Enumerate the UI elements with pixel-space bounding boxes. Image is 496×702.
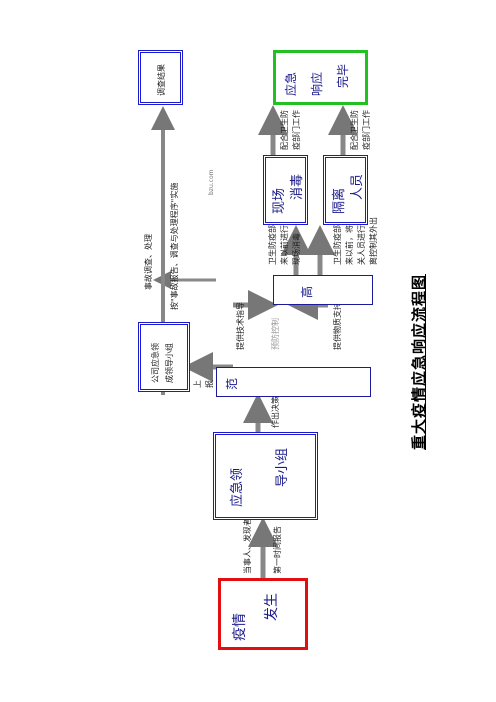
gao-label: 高 xyxy=(300,285,314,298)
onsite-disinfection-box: 现场 消毒 xyxy=(263,155,308,225)
isolation-box: 隔离 人员 xyxy=(323,155,368,225)
isolation-line1: 隔离 xyxy=(332,187,347,214)
edge-report-up-2: 报 xyxy=(205,380,214,388)
edge-prevention: 预防控制 xyxy=(271,318,280,350)
onsite-line2: 消毒 xyxy=(290,173,305,200)
flowchart-rotated-layer: 疫情 发生 当事人、发现者 第一时间报告 应急领 导小组 作出决策 范 上 报 … xyxy=(68,50,448,650)
isolation-line2: 人员 xyxy=(350,173,365,200)
complete-line1: 应急 xyxy=(284,71,298,96)
company-group-line1: 公司应急领 xyxy=(151,343,160,383)
g2-line4: 离控制其外出 xyxy=(369,217,378,265)
company-group-box: 公司应急领 成领导小组 xyxy=(138,322,190,392)
page-title: 重大疫情应急响应流程图 xyxy=(410,273,428,450)
fan-label: 范 xyxy=(225,377,239,390)
response-complete-box: 应急 响应 完毕 xyxy=(273,50,368,105)
edge-inv-2: 按"事故报告、调查与处理程序"实施 xyxy=(170,182,179,310)
complete-line3: 完毕 xyxy=(336,63,350,88)
c2-line2: 疫部门工作 xyxy=(362,110,371,150)
company-group-line2: 成领导小组 xyxy=(165,343,174,383)
edge-report-up-1: 上 xyxy=(193,380,202,388)
c1-line2: 疫部门工作 xyxy=(292,110,301,150)
c2-line1: 配合卫生防 xyxy=(350,110,359,150)
arrows-layer xyxy=(151,105,358,578)
edge-resource: 提供物质支持 xyxy=(333,302,342,350)
outbreak-line1: 疫情 xyxy=(232,613,248,641)
investigation-result-box: 调查结果 xyxy=(138,50,183,105)
leading-group-box: 应急领 导小组 xyxy=(213,432,318,520)
onsite-line1: 现场 xyxy=(272,187,287,214)
c1-line1: 配合卫生防 xyxy=(280,110,289,150)
g1-line3: 现场消毒 xyxy=(292,233,301,265)
edge-tech-guidance: 提供技术指导 xyxy=(236,302,245,350)
leading-group-line2: 导小组 xyxy=(275,447,290,487)
investigation-result-label: 调查结果 xyxy=(157,64,166,96)
complete-line2: 响应 xyxy=(310,71,324,96)
edge-decision: 作出决策 xyxy=(271,396,280,428)
watermark: bzu.com xyxy=(208,169,215,195)
g1-line2: 来以前进行 xyxy=(280,225,289,265)
outbreak-box: 疫情 发生 xyxy=(218,578,308,650)
edge-inv-1: 事故调查、处理 xyxy=(144,234,153,290)
gao-box: 高 xyxy=(273,275,373,305)
outbreak-line2: 发生 xyxy=(264,593,280,621)
edge-report-top: 当事人、发现者 xyxy=(243,518,252,574)
leading-group-line1: 应急领 xyxy=(230,467,245,507)
fan-box: 范 xyxy=(216,367,371,397)
edge-report-bottom: 第一时间报告 xyxy=(273,526,282,574)
